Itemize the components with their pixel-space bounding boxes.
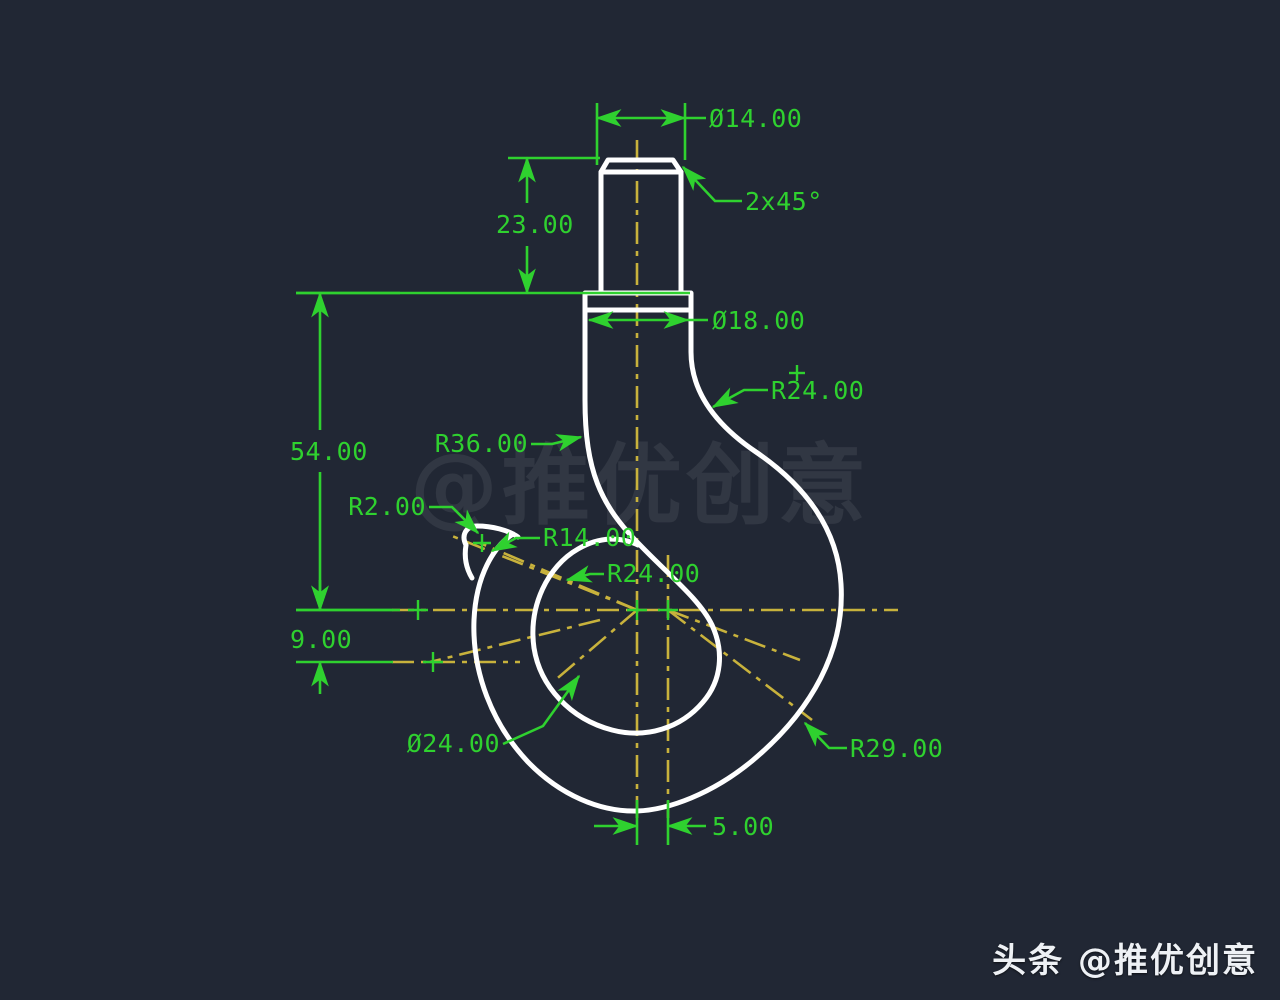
construction-ray-sw xyxy=(552,609,638,683)
dimension-labels-group: Ø14.00 2x45° 23.00 Ø18.00 R24.00 54.00 R… xyxy=(290,104,943,841)
label-dia-top: Ø14.00 xyxy=(709,104,802,133)
construction-ray-ne xyxy=(667,608,813,722)
construction-ray-offset xyxy=(429,618,601,664)
hook-tip-left xyxy=(462,542,475,581)
label-dia-bowl: Ø24.00 xyxy=(407,729,500,758)
leader-r24-back xyxy=(711,387,768,409)
dim-dia-top xyxy=(595,103,706,165)
label-len-shank: 23.00 xyxy=(496,210,574,239)
label-dia-shank: Ø18.00 xyxy=(712,306,805,335)
leader-dia24 xyxy=(502,674,581,746)
leader-r24-throat xyxy=(565,565,604,583)
center-mark-r24-label xyxy=(789,365,805,381)
dim-r-inner-tip xyxy=(490,531,540,553)
dim-r-front xyxy=(531,434,583,452)
center-marks-group xyxy=(408,365,805,672)
label-len-overall: 54.00 xyxy=(290,437,368,466)
hook-front-flank xyxy=(530,307,722,736)
center-mark-left xyxy=(408,600,428,620)
dim-r-tip xyxy=(429,505,480,535)
hook-outline-group xyxy=(461,157,844,814)
dim-r-throat xyxy=(565,565,604,583)
dim-len-shank xyxy=(296,156,690,295)
dim-width-tip xyxy=(594,800,706,845)
leader-chamfer xyxy=(681,165,742,203)
dim-r-bowl xyxy=(803,721,847,750)
corner-watermark: 头条 @推优创意 xyxy=(992,941,1258,981)
center-mark-tip xyxy=(473,534,491,552)
label-r-front: R36.00 xyxy=(435,429,528,458)
stud-outline xyxy=(598,157,684,296)
dim-chamfer xyxy=(681,165,742,203)
hook-back-flank xyxy=(471,307,844,814)
centerlines-group xyxy=(392,140,898,818)
dim-dia-bowl xyxy=(502,674,581,746)
center-mark-main xyxy=(627,600,647,620)
label-r-tip: R2.00 xyxy=(348,492,426,521)
leader-r29 xyxy=(803,721,847,750)
dim-r-back xyxy=(711,387,768,409)
label-len-offset: 9.00 xyxy=(290,625,352,654)
leader-r2 xyxy=(429,505,480,535)
construction-ray-se xyxy=(667,608,801,662)
label-r-inner-tip: R14.00 xyxy=(543,523,636,552)
center-mark-offset xyxy=(658,600,678,620)
construction-ray-tip xyxy=(479,541,638,612)
center-mark-lower-left xyxy=(423,652,443,672)
label-r-bowl: R29.00 xyxy=(850,734,943,763)
leader-r14 xyxy=(490,531,540,553)
dimensions-group xyxy=(296,103,847,845)
dim-len-offset xyxy=(296,580,393,694)
label-r-back: R24.00 xyxy=(771,376,864,405)
label-width-tip: 5.00 xyxy=(712,812,774,841)
label-r-throat: R24.00 xyxy=(607,559,700,588)
label-chamfer: 2x45° xyxy=(745,187,823,216)
leader-r36 xyxy=(531,434,583,452)
